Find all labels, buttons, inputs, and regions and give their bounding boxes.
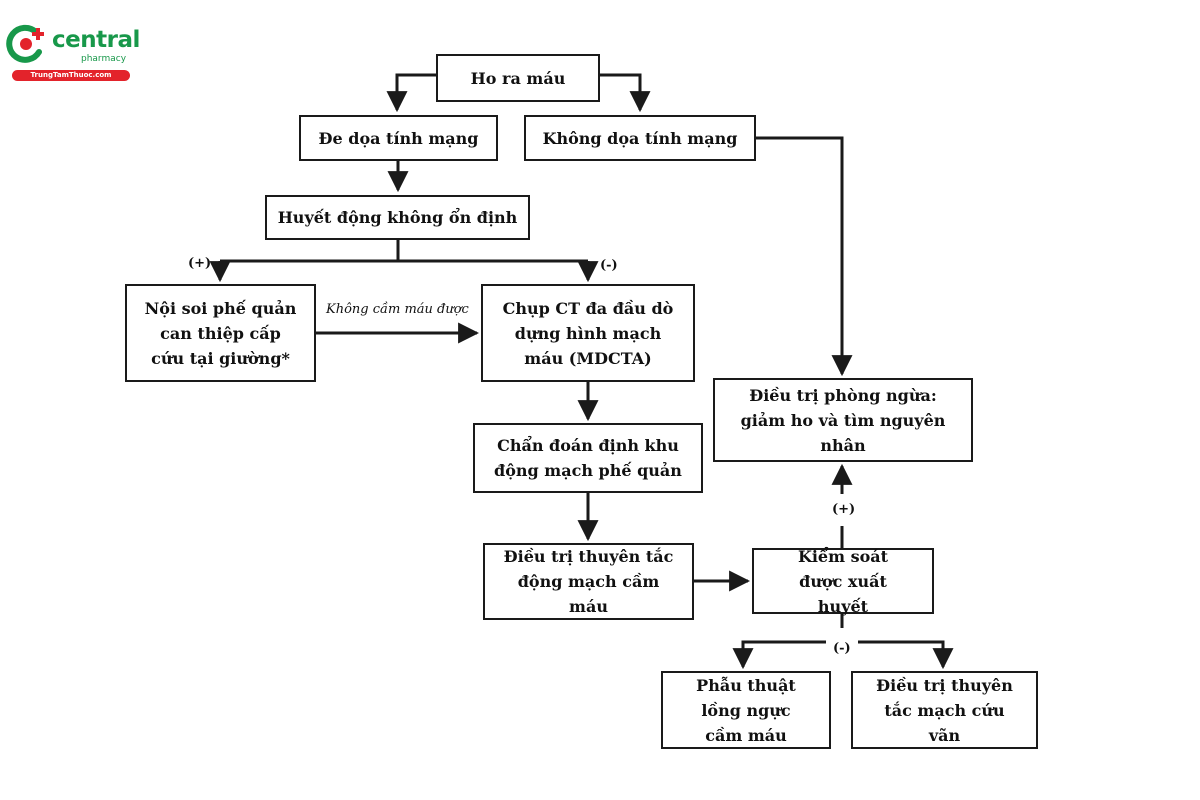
node-huyet-dong-khong-on-dinh: Huyết động không ổn định bbox=[265, 195, 530, 240]
node-dieu-tri-thuyen-tac: Điều trị thuyên tắc động mạch cầm máu bbox=[483, 543, 694, 620]
node-phau-thuat: Phẫu thuật lồng ngực cầm máu bbox=[661, 671, 831, 749]
label-minus-right: (-) bbox=[600, 258, 618, 273]
label-minus-control: (-) bbox=[833, 641, 851, 656]
node-kiem-soat-xuat-huyet: Kiểm soát được xuất huyết bbox=[752, 547, 934, 616]
logo-subtitle: pharmacy bbox=[81, 54, 127, 64]
label-plus-left: (+) bbox=[188, 256, 212, 271]
node-chup-ct: Chụp CT đa đầu dò dựng hình mạch máu (MD… bbox=[481, 284, 695, 382]
logo-url-badge: TrungTamThuoc.com bbox=[12, 70, 130, 81]
edge-minus-left bbox=[732, 640, 826, 670]
edge-ho-to-de-doa bbox=[386, 73, 436, 113]
node-noi-soi-phe-quan: Nội soi phế quản can thiệp cấp cứu tại g… bbox=[125, 284, 316, 382]
node-khong-doa-tinh-mang: Không dọa tính mạng bbox=[524, 115, 756, 161]
central-pharmacy-logo-icon bbox=[6, 24, 44, 63]
edge-ho-to-khong-doa bbox=[600, 73, 651, 113]
node-chan-doan-dinh-khu: Chẩn đoán định khu động mạch phế quản bbox=[473, 423, 703, 493]
central-pharmacy-logo: central pharmacy TrungTamThuoc.com bbox=[6, 24, 140, 82]
logo-name: central bbox=[52, 27, 140, 53]
edge-minus-right bbox=[858, 640, 954, 670]
node-cuu-van: Điều trị thuyên tắc mạch cứu vãn bbox=[851, 671, 1038, 749]
edge-khong-doa-to-phong-ngua bbox=[756, 136, 853, 377]
node-phong-ngua: Điều trị phòng ngừa: giảm ho và tìm nguy… bbox=[713, 378, 973, 462]
node-de-doa-tinh-mang: Đe dọa tính mạng bbox=[299, 115, 498, 161]
node-ho-ra-mau: Ho ra máu bbox=[436, 54, 600, 102]
label-plus-control: (+) bbox=[832, 502, 856, 517]
label-khong-cam-mau: Không cầm máu được bbox=[326, 302, 469, 317]
